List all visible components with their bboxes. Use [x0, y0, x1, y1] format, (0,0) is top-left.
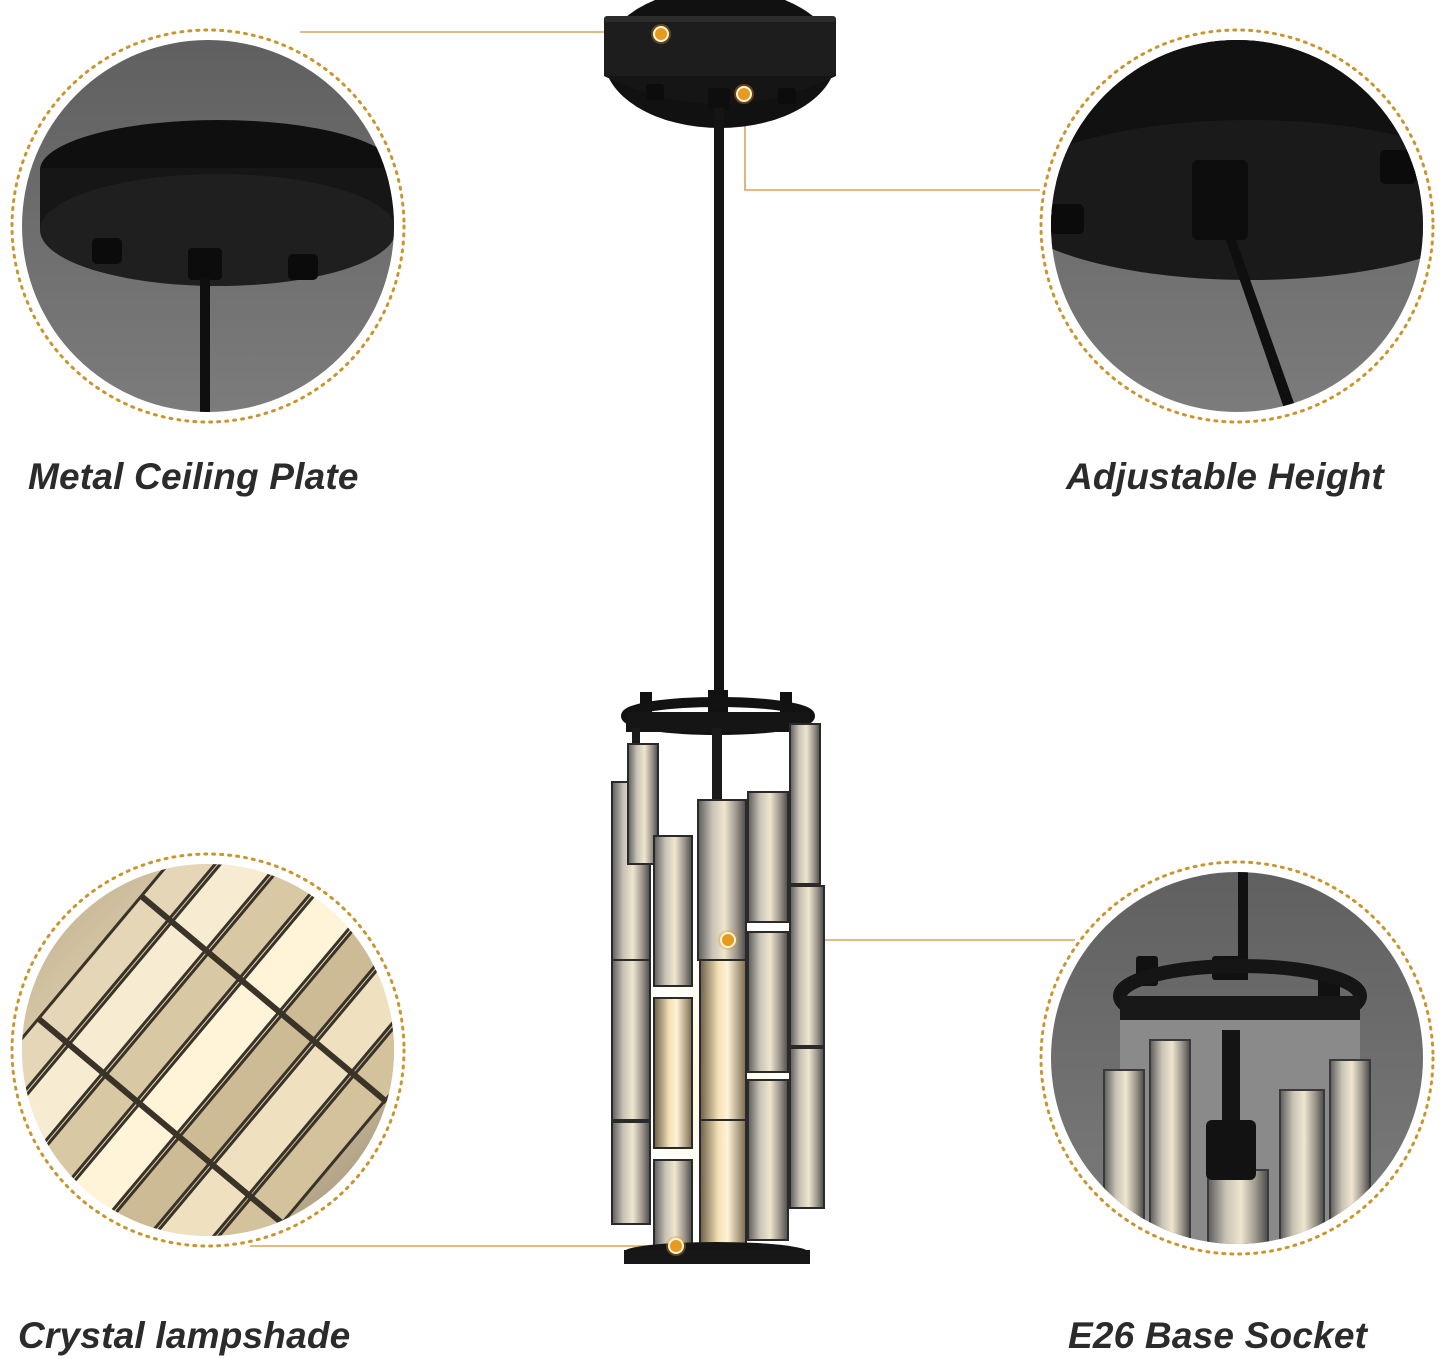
detail-adjustable-height — [1039, 28, 1435, 424]
pendant-light-main — [604, 0, 836, 1264]
detail-crystal-lampshade — [10, 852, 406, 1248]
label-adjustable-height: Adjustable Height — [1066, 456, 1384, 497]
callout-dot-e26-socket — [720, 932, 736, 948]
callout-dot-ceiling-plate — [653, 26, 669, 42]
leader-line-adjustable-height — [744, 95, 1040, 191]
crystal-prisms — [611, 723, 825, 1247]
pendant-rod — [714, 108, 724, 696]
callout-dot-crystal-lampshade — [668, 1238, 684, 1254]
detail-e26-socket — [1039, 860, 1435, 1256]
callout-dot-adjustable-height — [736, 86, 752, 102]
label-ceiling-plate: Metal Ceiling Plate — [28, 456, 359, 497]
label-crystal-lampshade: Crystal lampshade — [18, 1315, 351, 1356]
detail-ceiling-plate — [10, 28, 406, 424]
label-e26-socket: E26 Base Socket — [1068, 1315, 1368, 1356]
